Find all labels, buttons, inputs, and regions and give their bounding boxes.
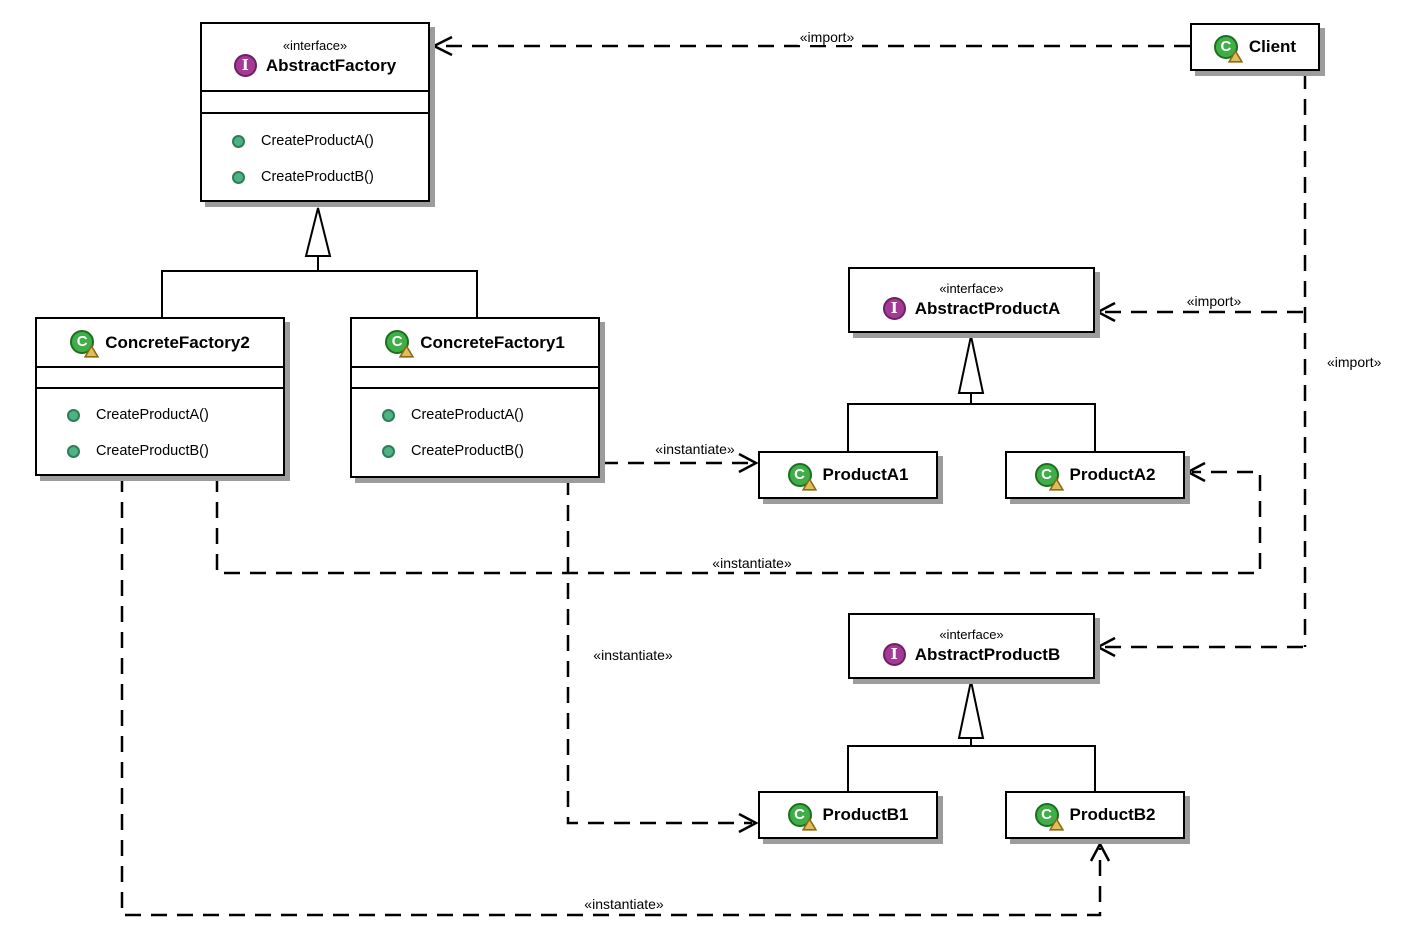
edge-cf2-instantiate-product-a2 bbox=[215, 470, 1262, 575]
operation-label: CreateProductA() bbox=[411, 407, 524, 423]
edge-label-instantiate-a1: «instantiate» bbox=[653, 441, 737, 457]
class-box-concrete-factory2[interactable]: C ConcreteFactory2 CreateProductA() Crea… bbox=[35, 317, 285, 476]
edge-cf2-instantiate-product-b2 bbox=[120, 476, 1102, 917]
interface-icon: I bbox=[882, 297, 906, 320]
stereotype-label: «interface» bbox=[939, 281, 1004, 296]
class-icon: C bbox=[787, 462, 817, 491]
class-icon-triangle bbox=[1048, 477, 1064, 491]
class-box-abstract-product-b[interactable]: «interface» I AbstractProductB bbox=[848, 613, 1095, 679]
class-box-abstract-factory[interactable]: «interface» I AbstractFactory CreateProd… bbox=[200, 22, 430, 202]
class-icon-triangle bbox=[399, 345, 415, 358]
class-name: AbstractProductA bbox=[914, 298, 1061, 318]
operations-compartment: CreateProductA() CreateProductB() bbox=[202, 112, 428, 200]
generalization-arrow-abstract-product-b bbox=[957, 680, 985, 739]
operation-label: CreateProductA() bbox=[96, 407, 209, 423]
edge-label-import-product-b: «import» bbox=[1325, 354, 1384, 370]
class-box-product-a1[interactable]: C ProductA1 bbox=[758, 451, 938, 499]
class-icon: C bbox=[787, 802, 817, 831]
class-icon: C bbox=[1034, 462, 1064, 491]
class-icon-triangle bbox=[801, 817, 817, 831]
public-operation-icon bbox=[67, 408, 80, 422]
public-operation-icon bbox=[232, 170, 245, 184]
class-box-product-b1[interactable]: C ProductB1 bbox=[758, 791, 938, 839]
class-name: ProductB1 bbox=[822, 805, 909, 824]
class-icon: C bbox=[70, 330, 100, 358]
class-name: AbstractProductB bbox=[914, 644, 1061, 664]
class-box-abstract-product-a[interactable]: «interface» I AbstractProductA bbox=[848, 267, 1095, 333]
edge-label-instantiate-b1: «instantiate» bbox=[591, 647, 675, 663]
class-name: AbstractFactory bbox=[265, 55, 397, 75]
operation-row: CreateProductB() bbox=[352, 433, 598, 469]
class-name: ProductA2 bbox=[1069, 465, 1156, 484]
attributes-compartment bbox=[202, 90, 428, 112]
generalization-arrow-abstract-factory bbox=[304, 207, 332, 257]
operation-row: CreateProductA() bbox=[202, 123, 428, 159]
stereotype-label: «interface» bbox=[282, 38, 348, 53]
class-icon-triangle bbox=[801, 477, 817, 491]
class-icon: C bbox=[1213, 34, 1243, 63]
edge-cf1-instantiate-product-b1 bbox=[566, 479, 752, 825]
operation-label: CreateProductB() bbox=[261, 169, 374, 185]
edge-label-instantiate-a2: «instantiate» bbox=[710, 555, 794, 571]
operations-compartment: CreateProductA() CreateProductB() bbox=[37, 387, 283, 474]
class-name: Client bbox=[1248, 37, 1297, 56]
public-operation-icon bbox=[382, 444, 395, 458]
class-icon: C bbox=[385, 330, 415, 358]
stereotype-label: «interface» bbox=[939, 627, 1004, 642]
operation-label: CreateProductB() bbox=[411, 443, 524, 459]
class-icon: C bbox=[1034, 802, 1064, 831]
class-name: ProductB2 bbox=[1069, 805, 1156, 824]
class-box-product-a2[interactable]: C ProductA2 bbox=[1005, 451, 1185, 499]
class-name: ConcreteFactory1 bbox=[420, 332, 565, 352]
edge-label-import-top: «import» bbox=[797, 29, 857, 45]
class-box-concrete-factory1[interactable]: C ConcreteFactory1 CreateProductA() Crea… bbox=[350, 317, 600, 478]
operation-label: CreateProductB() bbox=[96, 443, 209, 459]
class-icon-triangle bbox=[84, 345, 100, 358]
operation-row: CreateProductB() bbox=[202, 159, 428, 195]
class-icon-triangle bbox=[1227, 49, 1243, 63]
class-name: ProductA1 bbox=[822, 465, 909, 484]
operations-compartment: CreateProductA() CreateProductB() bbox=[352, 387, 598, 476]
public-operation-icon bbox=[382, 408, 395, 422]
operation-label: CreateProductA() bbox=[261, 133, 374, 149]
class-name: ConcreteFactory2 bbox=[105, 332, 250, 352]
generalization-arrow-abstract-product-a bbox=[957, 335, 985, 394]
public-operation-icon bbox=[232, 134, 245, 148]
class-icon-triangle bbox=[1048, 817, 1064, 831]
class-box-client[interactable]: C Client bbox=[1190, 23, 1320, 71]
operation-row: CreateProductA() bbox=[37, 397, 283, 433]
public-operation-icon bbox=[67, 444, 80, 458]
interface-icon: I bbox=[882, 643, 906, 666]
attributes-compartment bbox=[352, 366, 598, 387]
class-box-product-b2[interactable]: C ProductB2 bbox=[1005, 791, 1185, 839]
edge-label-instantiate-b2: «instantiate» bbox=[582, 896, 666, 912]
interface-icon: I bbox=[233, 54, 257, 77]
attributes-compartment bbox=[37, 366, 283, 387]
edge-label-import-product-a: «import» bbox=[1184, 293, 1244, 309]
operation-row: CreateProductA() bbox=[352, 397, 598, 433]
operation-row: CreateProductB() bbox=[37, 433, 283, 469]
